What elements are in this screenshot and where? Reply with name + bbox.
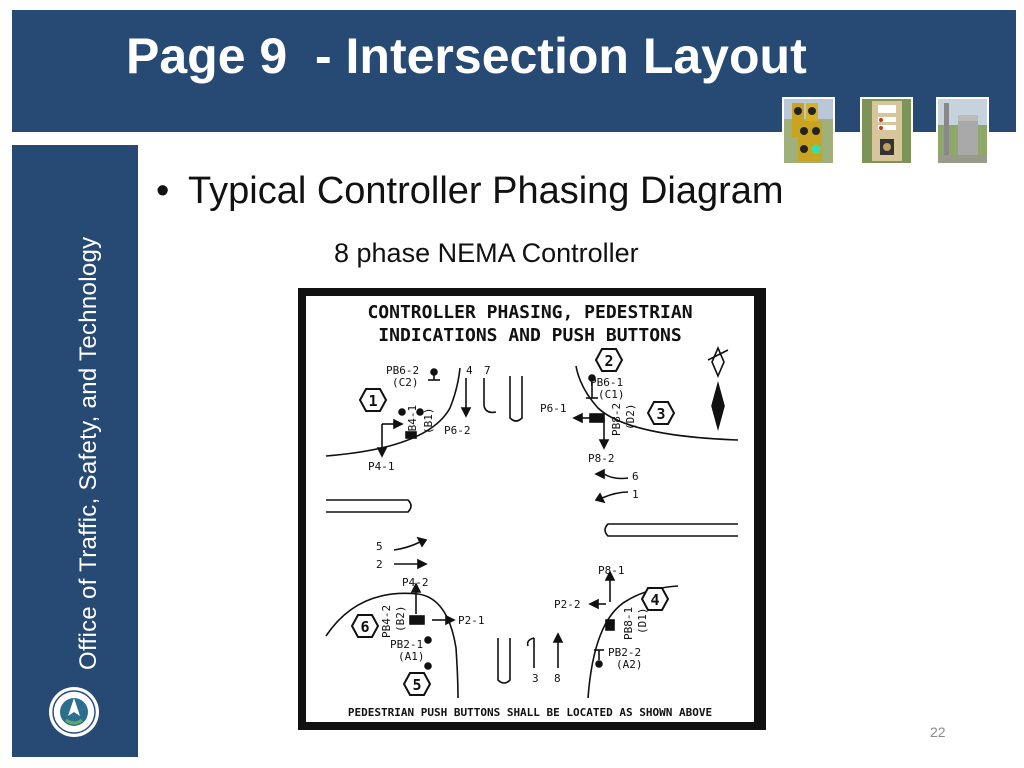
- diagram-heading-1: CONTROLLER PHASING, PEDESTRIAN: [367, 302, 692, 323]
- label-c1: (C1): [598, 388, 625, 401]
- bullet-dot: •: [156, 170, 170, 212]
- label-mv5: 5: [376, 540, 383, 553]
- label-p8-1: P8-1: [598, 564, 625, 577]
- sidebar-panel: [12, 145, 138, 757]
- phase-label-4: 4: [650, 591, 659, 609]
- label-pb8-2: PB8-2: [610, 403, 623, 436]
- label-pb2-1: PB2-1: [390, 638, 423, 651]
- label-p2-2: P2-2: [554, 598, 581, 611]
- traffic-signal-photo-icon: [782, 97, 835, 165]
- label-d1: (D1): [636, 608, 649, 635]
- title-bar: [12, 10, 1016, 132]
- label-mv1: 1: [632, 488, 639, 501]
- diagram-footer: PEDESTRIAN PUSH BUTTONS SHALL BE LOCATED…: [348, 706, 712, 719]
- diagram-subtitle: 8 phase NEMA Controller: [334, 238, 639, 268]
- mndot-logo-icon: [48, 686, 100, 738]
- label-pb8-1: PB8-1: [622, 607, 635, 640]
- pedestrian-signal-photo-icon: [860, 97, 913, 165]
- phase-label-1: 1: [368, 392, 377, 410]
- label-p8-2: P8-2: [588, 452, 615, 465]
- label-d2: (D2): [624, 404, 637, 431]
- phase-label-2: 2: [604, 352, 613, 370]
- label-p6-2: P6-2: [444, 424, 471, 437]
- label-pb6-2: PB6-2: [386, 364, 419, 377]
- label-p4-2: P4-2: [402, 576, 429, 589]
- label-p6-1: P6-1: [540, 402, 567, 415]
- phase-label-5: 5: [412, 676, 421, 694]
- label-pb4-1: PB4-1: [406, 405, 419, 438]
- label-mv7: 7: [484, 364, 491, 377]
- label-pb2-2: PB2-2: [608, 646, 641, 659]
- label-mv2: 2: [376, 558, 383, 571]
- page-number: 22: [930, 724, 946, 740]
- label-c2: (C2): [392, 376, 419, 389]
- label-mv8: 8: [554, 672, 561, 685]
- label-b2: (B2): [394, 606, 407, 633]
- phase-label-3: 3: [656, 405, 665, 423]
- slide-title: Page 9 - Intersection Layout: [126, 28, 807, 84]
- label-b1: (B1): [422, 408, 435, 435]
- label-mv3: 3: [532, 672, 539, 685]
- signal-cabinet-photo-icon: [936, 97, 989, 165]
- sidebar-text: Office of Traffic, Safety, and Technolog…: [75, 236, 102, 670]
- label-p4-1: P4-1: [368, 460, 395, 473]
- diagram-heading-2: INDICATIONS AND PUSH BUTTONS: [378, 325, 681, 346]
- label-mv4: 4: [466, 364, 473, 377]
- label-pb4-2: PB4-2: [380, 605, 393, 638]
- label-a1: (A1): [398, 650, 425, 663]
- phase-hexagon: [350, 348, 676, 696]
- label-mv6: 6: [632, 470, 639, 483]
- label-pb6-1: PB6-1: [590, 376, 623, 389]
- phasing-diagram: CONTROLLER PHASING, PEDESTRIAN INDICATIO…: [298, 288, 766, 730]
- bullet-item: • Typical Controller Phasing Diagram: [156, 170, 784, 213]
- phase-label-6: 6: [360, 618, 369, 636]
- label-a2: (A2): [616, 658, 643, 671]
- bullet-text: Typical Controller Phasing Diagram: [188, 170, 784, 212]
- label-p2-1: P2-1: [458, 614, 485, 627]
